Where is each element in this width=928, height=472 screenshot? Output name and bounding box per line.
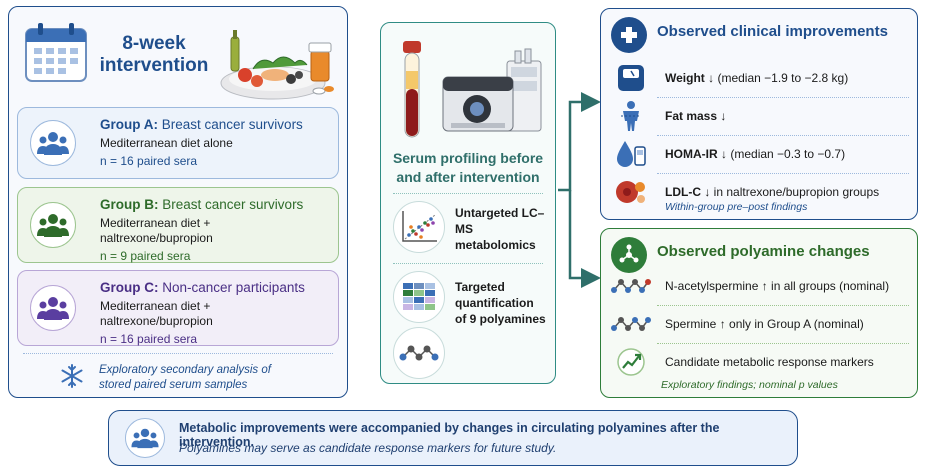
clinical-item-label: Fat mass	[665, 109, 718, 123]
clinical-item-ldl-c: LDL-C ↓ in naltrexone/bupropion groups	[611, 175, 909, 209]
polyamine-footnote: Exploratory findings; nominal p values	[661, 379, 838, 391]
polyamine-item-text: N-acetylspermine ↑ in all groups (nomina…	[665, 279, 890, 293]
group-b-sample-size: n = 9 paired sera	[100, 249, 191, 263]
snowflake-icon	[61, 364, 83, 388]
group-a-population: Breast cancer survivors	[161, 117, 303, 132]
divider	[657, 97, 909, 98]
calendar-icon	[25, 23, 87, 82]
conclusion-main-text: Metabolic improvements were accompanied …	[179, 421, 720, 449]
people-group-icon	[30, 285, 76, 331]
people-group-icon	[125, 418, 165, 458]
divider	[657, 135, 909, 136]
body-silhouette-icon	[611, 99, 651, 133]
group-a-treatment: Mediterranean diet alone	[100, 136, 233, 150]
group-b-card: Group B: Breast cancer survivors Mediter…	[17, 187, 339, 263]
group-b-name: Group B:	[100, 197, 159, 212]
clinical-item-homa-ir: HOMA-IR ↓ (median −0.3 to −0.7)	[611, 137, 909, 171]
divider	[23, 353, 333, 354]
blood-drop-glucometer-icon	[611, 137, 651, 171]
divider	[393, 263, 543, 264]
molecule-icon	[611, 269, 651, 303]
clinical-item-detail: ↓	[720, 109, 727, 123]
flow-arrows	[558, 92, 601, 288]
intervention-panel: 8-week intervention Group A: Breast canc…	[8, 6, 348, 398]
polyamine-title: Observed polyamine changes	[657, 243, 870, 260]
group-c-name: Group C:	[100, 280, 159, 295]
molecule-icon	[393, 327, 445, 379]
divider	[657, 343, 909, 344]
clinical-improvements-panel: Observed clinical improvements Weight ↓ …	[600, 8, 918, 220]
group-a-card: Group A: Breast cancer survivors Mediter…	[17, 107, 339, 179]
divider	[393, 193, 543, 194]
polyamine-item-spermine: Spermine ↑ only in Group A (nominal)	[611, 307, 909, 341]
polyamine-changes-panel: Observed polyamine changes N-acetylsperm…	[600, 228, 918, 398]
profiling-panel: Serum profiling before and after interve…	[380, 22, 556, 384]
divider	[657, 305, 909, 306]
mediterranean-food-illustration	[220, 30, 334, 100]
group-c-treatment: Mediterranean diet + naltrexone/bupropio…	[100, 299, 213, 328]
clinical-item-label: Weight	[665, 71, 705, 85]
trend-up-icon	[611, 345, 651, 379]
group-b-treatment: Mediterranean diet + naltrexone/bupropio…	[100, 216, 213, 245]
scale-icon	[611, 61, 651, 95]
targeted-quantification-label: Targeted quantification of 9 polyamines	[455, 280, 546, 326]
clinical-title: Observed clinical improvements	[657, 23, 888, 40]
clinical-item-detail: ↓ in naltrexone/bupropion groups	[704, 185, 880, 199]
untargeted-metabolomics-label: Untargeted LC–MS metabolomics	[455, 206, 545, 252]
molecular-network-icon	[611, 237, 647, 273]
polyamine-item-text: Spermine ↑ only in Group A (nominal)	[665, 317, 864, 331]
intervention-title: 8-week intervention	[99, 33, 209, 76]
clinical-item-label: LDL-C	[665, 185, 701, 199]
exploratory-note: Exploratory secondary analysis of stored…	[99, 364, 271, 391]
medical-plus-icon	[611, 17, 647, 53]
clinical-item-detail: ↓ (median −1.9 to −2.8 kg)	[708, 71, 849, 85]
serum-profiling-title: Serum profiling before and after interve…	[392, 150, 544, 185]
clinical-item-label: HOMA-IR	[665, 147, 718, 161]
blood-cells-icon	[611, 175, 651, 209]
polyamine-item-text: Candidate metabolic response markers	[665, 355, 874, 369]
scatter-plot-icon	[393, 201, 445, 253]
conclusion-panel: Metabolic improvements were accompanied …	[108, 410, 798, 466]
group-a-sample-size: n = 16 paired sera	[100, 154, 198, 168]
divider	[657, 173, 909, 174]
lc-ms-instrument-icon	[442, 48, 542, 132]
polyamine-item-candidate-markers: Candidate metabolic response markers	[611, 345, 909, 379]
blood-tube-icon	[403, 41, 421, 138]
group-c-population: Non-cancer participants	[162, 280, 305, 295]
people-group-icon	[30, 120, 76, 166]
group-b-population: Breast cancer survivors	[162, 197, 304, 212]
conclusion-sub-text: Polyamines may serve as candidate respon…	[179, 441, 557, 455]
people-group-icon	[30, 202, 76, 248]
molecule-icon	[611, 307, 651, 341]
polyamine-item-n-acetylspermine: N-acetylspermine ↑ in all groups (nomina…	[611, 269, 909, 303]
heatmap-icon	[393, 271, 445, 323]
group-c-card: Group C: Non-cancer participants Mediter…	[17, 270, 339, 346]
clinical-footnote: Within-group pre–post findings	[665, 201, 808, 213]
clinical-item-fat-mass: Fat mass ↓	[611, 99, 909, 133]
group-a-name: Group A:	[100, 117, 158, 132]
group-c-sample-size: n = 16 paired sera	[100, 332, 198, 346]
clinical-item-weight: Weight ↓ (median −1.9 to −2.8 kg)	[611, 61, 909, 95]
clinical-item-detail: ↓ (median −0.3 to −0.7)	[721, 147, 846, 161]
